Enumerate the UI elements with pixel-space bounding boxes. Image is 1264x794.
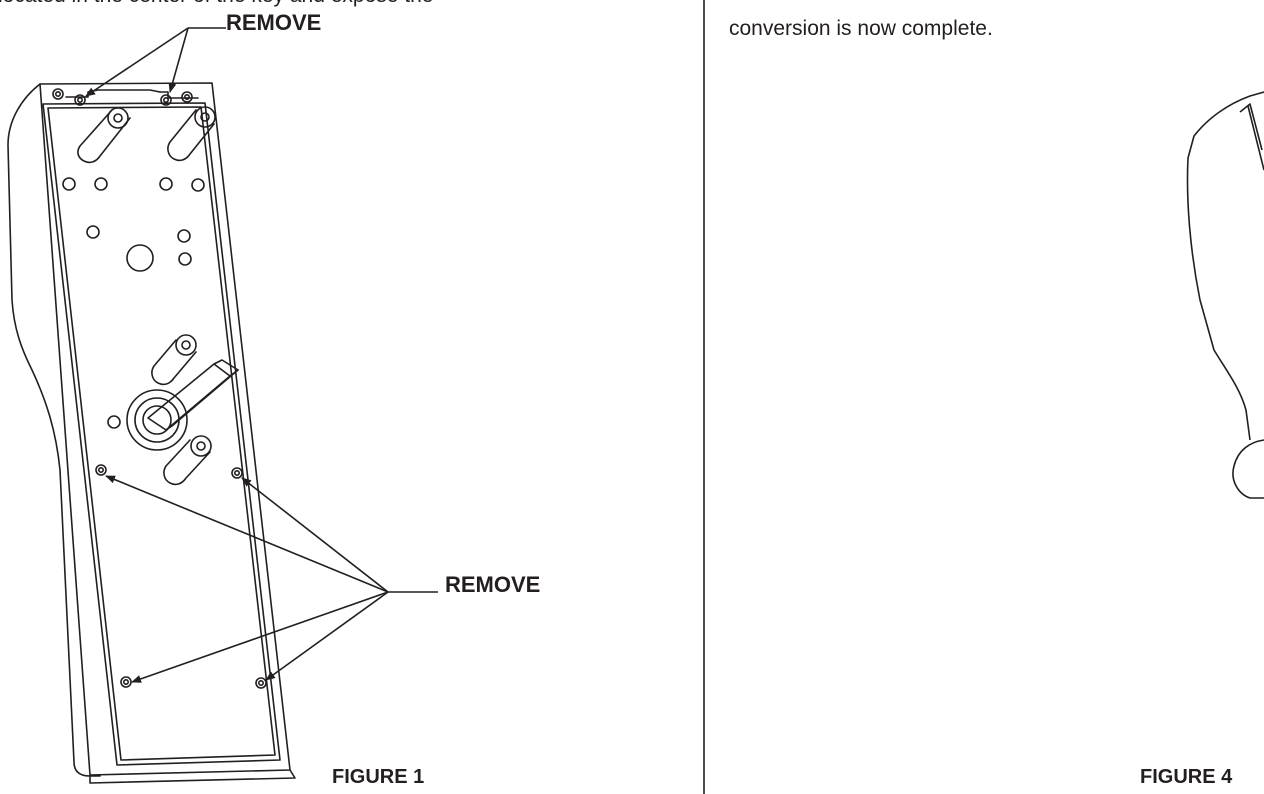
inner-plate-outline [42, 102, 281, 766]
cut-off-text-line: located in the center of the key and exp… [0, 0, 433, 8]
upper-boss-right [167, 106, 216, 162]
mounting-holes [62, 177, 205, 272]
right-column-text: conversion is now complete. [729, 17, 993, 40]
top-screws [52, 88, 193, 106]
inner-plate-inset [47, 106, 276, 761]
figure-4-knob [1232, 439, 1264, 499]
handle-side-profile [7, 83, 101, 777]
figure-4-caption: FIGURE 4 [1140, 766, 1233, 788]
figure-4-inner-edge [1247, 105, 1264, 171]
remove-callout-bottom [105, 475, 438, 683]
lower-boss-upper [151, 334, 197, 386]
upper-boss-left [77, 107, 131, 164]
figure-4-drawing [1186, 91, 1264, 499]
figure-4-face-edge [1239, 103, 1263, 151]
remove-callout-top [85, 27, 226, 97]
lower-screws [95, 464, 267, 689]
top-notch-left [65, 89, 161, 98]
cam-shaft-assembly [126, 359, 239, 451]
figure-1-drawing [7, 82, 296, 784]
lower-boss-lower [163, 435, 212, 486]
figure-4-body-outline [1186, 91, 1264, 441]
remove-label-bottom: REMOVE [445, 572, 541, 597]
figure-1-caption: FIGURE 1 [332, 766, 425, 788]
remove-label-top: REMOVE [226, 10, 322, 35]
plate-bottom-edge [89, 769, 296, 784]
